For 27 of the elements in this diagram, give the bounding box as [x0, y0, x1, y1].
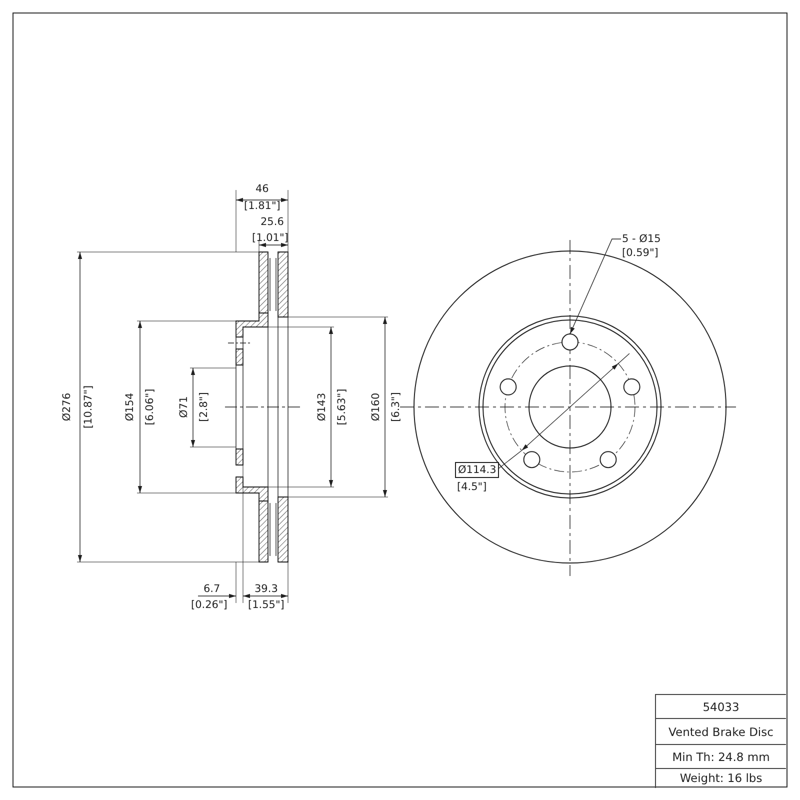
dimension-text: 39.3	[254, 583, 278, 595]
dimension-text: Ø71	[178, 396, 190, 418]
inch-dimension-text: [10.87"]	[82, 385, 94, 429]
dimension-text: 25.6	[260, 216, 284, 228]
dimension-text: Ø154	[124, 392, 136, 422]
dimension-text: 46	[256, 183, 269, 195]
leader-line	[570, 238, 622, 334]
table-cell: Weight: 16 lbs	[656, 768, 786, 787]
table-cell: 54033	[656, 694, 786, 718]
inch-dimension-text: [6.3"]	[390, 392, 402, 422]
inch-dimension-text: [2.8"]	[198, 392, 210, 422]
dimension-text: Ø160	[370, 392, 382, 422]
inch-dimension-text: [4.5"]	[457, 481, 487, 493]
dimension-text: Ø276	[61, 392, 74, 422]
table-cell: Min Th: 24.8 mm	[656, 744, 786, 768]
dimension-text: Ø143	[316, 392, 328, 422]
inch-dimension-text: [1.55"]	[248, 599, 284, 611]
inch-dimension-text: [5.63"]	[336, 388, 348, 426]
table-cell: Vented Brake Disc	[656, 718, 786, 744]
inch-dimension-text: [0.26"]	[191, 599, 228, 611]
bolt-hole	[562, 334, 578, 350]
framed-dimension-text: Ø114.3	[455, 462, 500, 478]
inch-dimension-text: [6.06"]	[144, 388, 156, 426]
inch-dimension-text: [1.01"]	[252, 232, 288, 244]
inch-dimension-text: [1.81"]	[244, 200, 280, 212]
callout-text: 5 - Ø15 [0.59"]	[622, 232, 661, 260]
dimension-text: 6.7	[204, 583, 220, 595]
